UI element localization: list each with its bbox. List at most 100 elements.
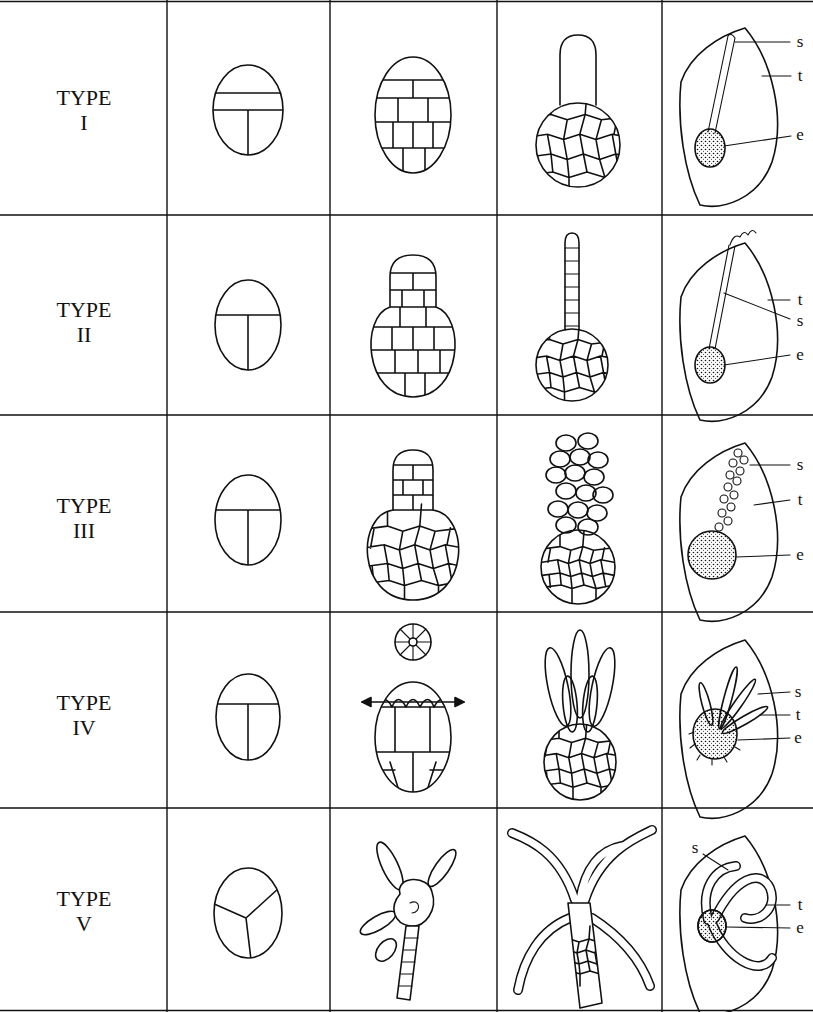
globular-embryo-filament-suspensor <box>565 233 579 330</box>
globular-embryo <box>560 35 596 105</box>
type-four-row <box>200 624 790 818</box>
quadrant-proembryo <box>360 57 470 175</box>
part-letter: e <box>796 345 804 365</box>
ovule-section <box>726 471 734 479</box>
globular-embryo-massive-suspensor <box>588 452 608 468</box>
globular-embryo <box>524 91 632 199</box>
globular-embryo-massive-suspensor <box>541 433 615 604</box>
ovule-section <box>695 347 725 383</box>
embryo-haustorial-suspensor <box>555 926 615 986</box>
part-letter: t <box>798 490 803 510</box>
ovule-section <box>724 483 732 491</box>
globular-embryo-massive-suspensor <box>542 531 614 603</box>
part-letter: s <box>797 455 804 475</box>
part-letter: s <box>797 32 804 52</box>
rosette-proembryo <box>370 707 460 794</box>
embryo-tubular-suspensor <box>584 646 620 728</box>
quadrant-proembryo <box>375 57 451 173</box>
globular-embryo-massive-suspensor <box>556 483 576 499</box>
ovule-section <box>715 449 748 531</box>
two-celled-proembryo <box>200 93 300 160</box>
part-letter: t <box>798 290 803 310</box>
globular-embryo-massive-suspensor <box>570 449 590 465</box>
globular-embryo-massive-suspensor <box>568 502 588 518</box>
type-three-row <box>200 433 790 621</box>
rosette-proembryo <box>370 700 460 795</box>
two-celled-proembryo <box>200 475 300 570</box>
globular-embryo-filament-suspensor <box>527 233 617 410</box>
lobed-embryo <box>397 926 419 1000</box>
embryo-tubular-suspensor <box>544 724 616 800</box>
two-celled-proembryo <box>200 65 300 160</box>
ovule-section <box>680 443 790 621</box>
filamentous-proembryo <box>360 273 470 400</box>
ovule-section <box>734 449 742 457</box>
part-letter: e <box>796 545 804 565</box>
ovule-section <box>733 477 741 485</box>
globular-embryo-massive-suspensor <box>578 519 598 535</box>
ovule-section <box>698 910 726 942</box>
ovule-section <box>680 640 778 818</box>
part-letter: e <box>794 728 802 748</box>
ovule-section <box>727 503 735 511</box>
globular-embryo-massive-suspensor <box>578 433 598 449</box>
oblique-proembryo <box>205 878 290 968</box>
globular-embryo-massive-suspensor <box>556 435 576 451</box>
globular-embryo-massive-suspensor <box>542 531 614 603</box>
row-heading: TYPE V <box>24 886 144 937</box>
type-one-row <box>200 28 791 206</box>
massive-proembryo <box>362 450 464 606</box>
ovule-section <box>724 42 791 146</box>
two-celled-proembryo <box>200 280 300 375</box>
rosette-proembryo <box>395 624 431 660</box>
globular-embryo-filament-suspensor <box>565 248 579 326</box>
ovule-section <box>718 509 726 517</box>
rosette-proembryo <box>378 700 448 708</box>
ovule-section <box>680 28 791 206</box>
ovule-section <box>680 28 778 206</box>
two-celled-proembryo <box>200 93 300 160</box>
lobed-embryo <box>357 839 460 1000</box>
ovule-section <box>680 443 778 621</box>
ovule-section <box>715 523 723 531</box>
ovule-section <box>740 456 748 464</box>
filamentous-proembryo <box>360 255 470 400</box>
quadrant-proembryo <box>360 80 470 175</box>
embryo-tubular-suspensor <box>538 720 622 804</box>
massive-proembryo <box>380 465 450 510</box>
globular-embryo-massive-suspensor <box>550 451 570 467</box>
ovule-section <box>680 836 778 1012</box>
ovule-section <box>680 230 790 421</box>
part-letter: e <box>796 125 804 145</box>
rosette-proembryo <box>395 624 431 660</box>
globular-embryo-massive-suspensor <box>593 487 613 503</box>
row-heading: TYPE II <box>24 297 144 348</box>
lobed-embryo <box>372 935 401 965</box>
embryo-tubular-suspensor <box>538 720 622 804</box>
part-letter: s <box>797 311 804 331</box>
embryo-haustorial-suspensor <box>555 926 615 986</box>
part-letter: t <box>798 895 803 915</box>
part-letter: t <box>796 705 801 725</box>
row-heading: TYPE IV <box>24 690 144 741</box>
ovule-section <box>729 459 737 467</box>
ovule-section <box>736 467 744 475</box>
row-heading: TYPE I <box>24 85 144 136</box>
rosette-proembryo <box>362 624 464 794</box>
ovule-section <box>724 517 732 525</box>
ovule-section <box>680 640 790 818</box>
lobed-embryo <box>394 879 434 926</box>
globular-embryo-massive-suspensor <box>546 467 566 483</box>
ovule-section <box>730 491 738 499</box>
two-celled-proembryo <box>200 704 300 767</box>
lobed-embryo <box>357 907 399 939</box>
part-letter: s <box>795 682 802 702</box>
part-letter: e <box>796 918 804 938</box>
type-two-row <box>200 230 790 421</box>
ovule-section <box>680 836 790 1012</box>
ovule-section <box>724 293 790 365</box>
embryo-tubular-suspensor <box>538 630 622 804</box>
